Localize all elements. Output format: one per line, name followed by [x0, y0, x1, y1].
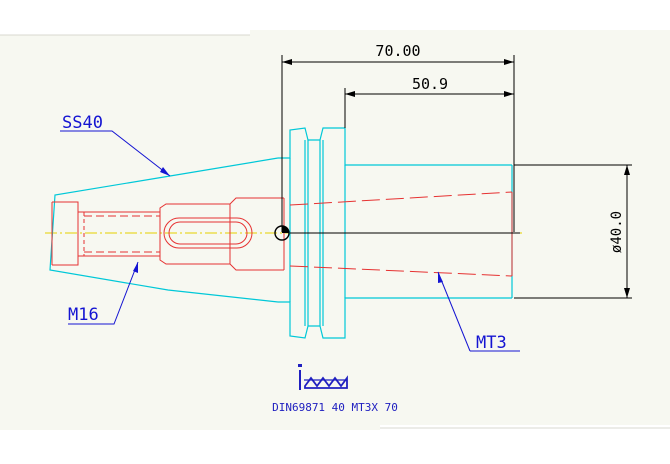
bore-diameter-label: ø40.0 [609, 211, 625, 253]
part-caption: DIN69871 40 MT3X 70 [272, 401, 398, 414]
arrowheads [282, 59, 630, 298]
drawing-panel [0, 30, 670, 430]
shank-label: SS40 [62, 113, 103, 133]
leader-ss40 [60, 130, 171, 177]
leader-arrows [133, 167, 443, 283]
taper-label: MT3 [476, 333, 507, 353]
leaders [60, 130, 520, 352]
thread-label: M16 [68, 305, 99, 325]
internal-features [51, 191, 513, 277]
drive-slot-outer [163, 217, 253, 249]
overall-length-label: 70.00 [375, 42, 420, 60]
brand-logo [298, 364, 348, 390]
leader-mt3 [437, 271, 471, 352]
drive-slot-inner [168, 221, 248, 245]
leader-m16 [68, 261, 139, 325]
flange-outline-top [278, 127, 512, 166]
flange-outline-bottom [278, 297, 512, 339]
gauge-point-fill [282, 226, 289, 233]
dimensions [281, 55, 632, 299]
morse-taper-bottom [289, 265, 513, 277]
morse-taper-top [289, 191, 513, 206]
taper-length-label: 50.9 [412, 75, 448, 93]
